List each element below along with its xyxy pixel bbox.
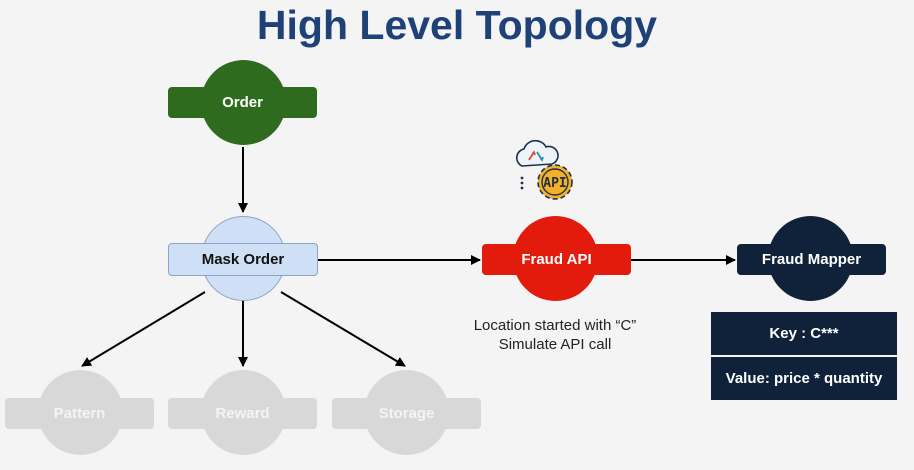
cloud-api-gear-icon: API bbox=[516, 140, 573, 200]
storage-node[interactable]: Storage bbox=[332, 398, 481, 429]
pattern-node[interactable]: Pattern bbox=[5, 398, 154, 429]
arrow-mask-to-pattern bbox=[81, 291, 206, 367]
mapper-key-value-table: Key : C*** Value: price * quantity bbox=[711, 312, 897, 400]
mapper-value-row: Value: price * quantity bbox=[725, 370, 883, 387]
reward-node[interactable]: Reward bbox=[168, 398, 317, 429]
fraud-api-node[interactable]: Fraud API bbox=[482, 244, 631, 275]
note-line-2: Simulate API call bbox=[498, 336, 612, 353]
api-icon-text: API bbox=[543, 176, 566, 191]
note-line-1: Location started with “C” bbox=[473, 317, 637, 334]
fraud-mapper-node[interactable]: Fraud Mapper bbox=[737, 244, 886, 275]
order-node[interactable]: Order bbox=[168, 87, 317, 118]
mask-order-node[interactable]: Mask Order bbox=[168, 243, 318, 276]
mapper-key-row: Key : C*** bbox=[769, 325, 839, 342]
table-divider bbox=[711, 355, 897, 357]
fraud-api-note: Location started with “C” Simulate API c… bbox=[455, 316, 655, 354]
arrow-mask-to-storage bbox=[280, 291, 406, 367]
page-title: High Level Topology bbox=[256, 2, 658, 48]
